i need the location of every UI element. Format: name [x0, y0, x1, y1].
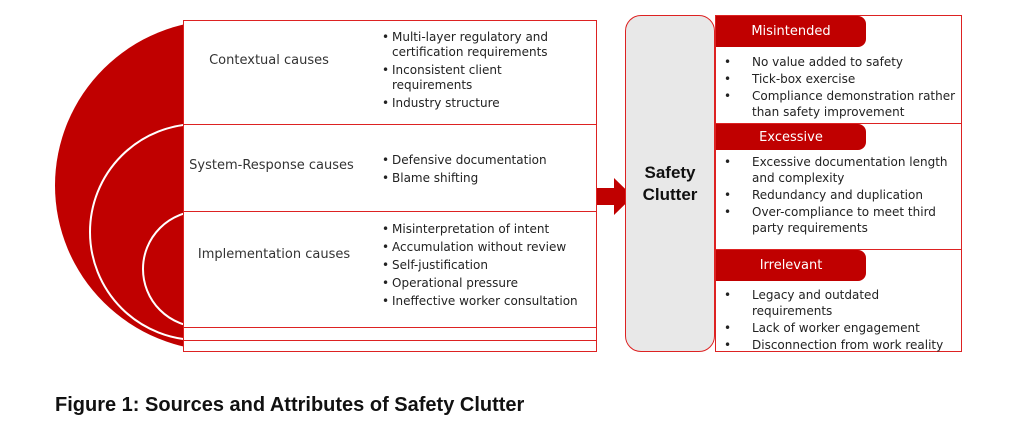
outer-red-halfdisc: [55, 24, 184, 347]
arrow-icon: [597, 178, 633, 215]
cause-item: Misinterpretation of intent: [382, 222, 597, 237]
cause-item: Multi-layer regulatory and certification…: [382, 30, 582, 60]
cause-item: Self-justification: [382, 258, 597, 273]
attribute-box-irrelevant: Irrelevant Legacy and outdated requireme…: [715, 249, 962, 353]
cause-label: Implementation causes: [197, 247, 351, 262]
cause-row-contextual: Contextual causes Multi-layer regulatory…: [183, 20, 597, 125]
attribute-item: Over-compliance to meet third party requ…: [724, 204, 962, 236]
attribute-item: Excessive documentation length and compl…: [724, 154, 962, 186]
middle-arc: [89, 123, 184, 341]
cause-row-implementation: Implementation causes Misinterpretation …: [183, 211, 597, 328]
figure-caption: Figure 1: Sources and Attributes of Safe…: [55, 394, 525, 416]
inner-arc: [142, 212, 184, 326]
attribute-item: Lack of worker engagement: [724, 320, 959, 336]
attribute-box-misintended: Misintended No value added to safety Tic…: [715, 15, 962, 124]
cause-item: Defensive documentation: [382, 153, 592, 168]
cause-item: Ineffective worker consultation: [382, 294, 597, 309]
attribute-item: No value added to safety: [724, 54, 959, 70]
safety-clutter-box: Safety Clutter: [625, 15, 715, 352]
attribute-title: Irrelevant: [716, 250, 866, 281]
attribute-item: Compliance demonstration rather than saf…: [724, 88, 959, 120]
cause-item: Operational pressure: [382, 276, 597, 291]
empty-row: [183, 340, 597, 352]
cause-label: System-Response causes: [189, 158, 354, 173]
attribute-box-excessive: Excessive Excessive documentation length…: [715, 123, 962, 250]
empty-row: [183, 327, 597, 341]
attribute-item: Redundancy and duplication: [724, 187, 962, 203]
attribute-item: Legacy and outdated requirements: [724, 287, 959, 319]
cause-item: Industry structure: [382, 96, 582, 111]
attribute-title: Excessive: [716, 124, 866, 150]
cause-row-system-response: System-Response causes Defensive documen…: [183, 124, 597, 212]
attribute-item: Disconnection from work reality: [724, 337, 959, 353]
cause-item: Accumulation without review: [382, 240, 597, 255]
attribute-title: Misintended: [716, 16, 866, 47]
safety-clutter-label: Safety Clutter: [642, 162, 698, 204]
cause-item: Inconsistent client requirements: [382, 63, 582, 93]
cause-item: Blame shifting: [382, 171, 592, 186]
cause-label: Contextual causes: [209, 53, 329, 68]
attribute-item: Tick-box exercise: [724, 71, 959, 87]
